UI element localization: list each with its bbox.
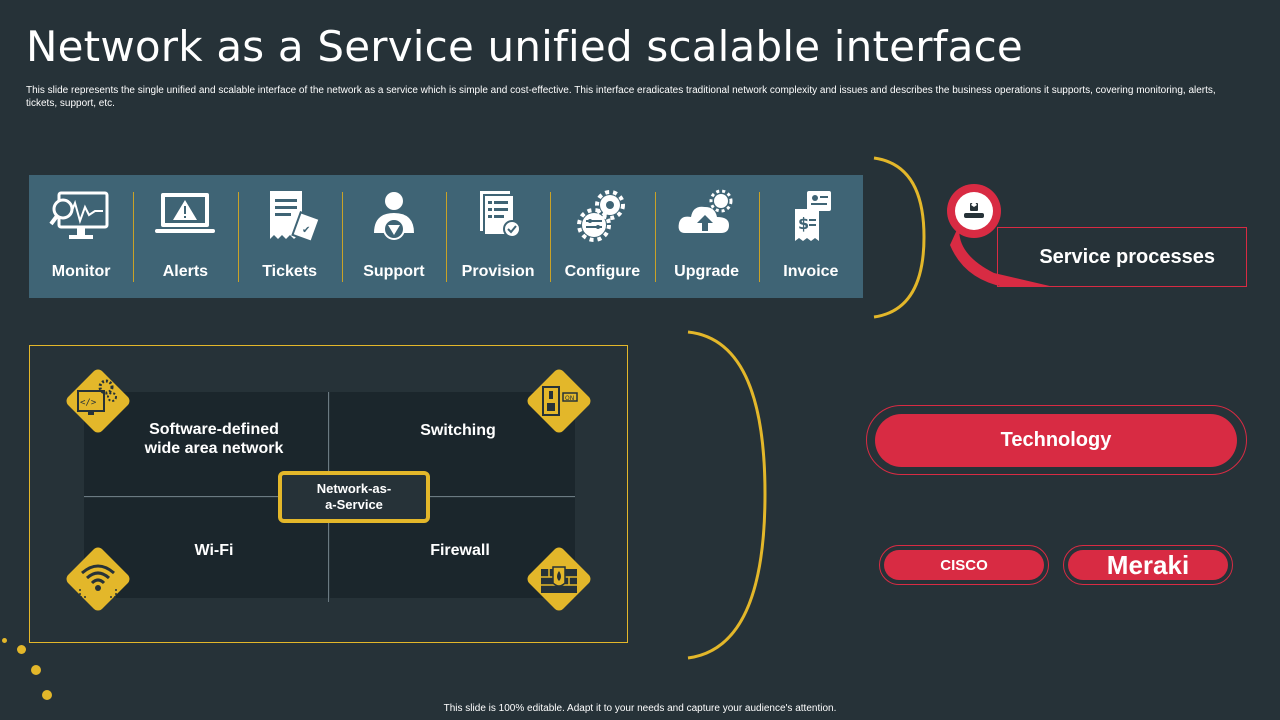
svg-text:+: + xyxy=(406,209,414,220)
service-provision[interactable]: Provision xyxy=(446,175,550,298)
decor-dot xyxy=(31,665,41,675)
service-label: Monitor xyxy=(51,263,111,280)
service-processes-label: Service processes xyxy=(1039,245,1215,268)
center-label: Network-as- a-Service xyxy=(316,481,392,512)
service-support[interactable]: + Support xyxy=(341,175,446,298)
bottom-bracket xyxy=(687,330,767,660)
gears-icon xyxy=(577,190,626,242)
center-naas-box: Network-as- a-Service xyxy=(278,471,430,523)
wifi-icon xyxy=(66,547,130,611)
meraki-outline xyxy=(1063,545,1233,585)
decor-dot xyxy=(42,690,52,700)
service-configure[interactable]: Configure xyxy=(550,175,654,298)
service-label: Tickets xyxy=(262,263,318,280)
label-wifi: Wi-Fi xyxy=(194,542,234,559)
service-upgrade[interactable]: Upgrade xyxy=(654,175,759,298)
page-title: Network as a Service unified scalable in… xyxy=(26,22,1023,71)
svg-text:$: $ xyxy=(798,214,809,233)
decor-dot xyxy=(17,645,26,654)
top-bracket xyxy=(873,156,926,319)
svg-text:✔: ✔ xyxy=(302,225,310,236)
cisco-outline xyxy=(879,545,1049,585)
service-label: Alerts xyxy=(162,263,209,280)
technology-button[interactable]: Technology xyxy=(875,414,1237,467)
service-processes-box: Service processes xyxy=(997,227,1247,287)
meraki-label: Meraki xyxy=(1106,549,1190,580)
cisco-button[interactable]: CISCO xyxy=(884,550,1044,580)
technology-outline xyxy=(866,405,1247,475)
cisco-label: CISCO xyxy=(940,556,988,574)
label-sd-wan: Software-defined wide area network xyxy=(144,421,284,457)
naas-diagram: Software-defined wide area network Switc… xyxy=(29,345,628,643)
technology-label: Technology xyxy=(1000,429,1112,451)
cloud-upgrade-icon xyxy=(678,189,733,233)
firewall-icon xyxy=(527,547,591,611)
page-description: This slide represents the single unified… xyxy=(26,85,1216,109)
label-switching: Switching xyxy=(420,422,496,439)
service-bar: Monitor Alerts ✔ Tickets + xyxy=(29,175,863,298)
switch-icon: ON xyxy=(527,369,591,433)
service-label: Configure xyxy=(564,263,641,280)
service-alerts[interactable]: Alerts xyxy=(133,175,237,298)
footer-note: This slide is 100% editable. Adapt it to… xyxy=(443,703,837,714)
provision-document-icon xyxy=(480,191,522,238)
sd-wan-icon: </> xyxy=(66,369,130,433)
svg-text:</>: </> xyxy=(80,398,97,408)
svg-text:ON: ON xyxy=(565,395,574,402)
meraki-button[interactable]: Meraki xyxy=(1068,550,1228,580)
support-person-icon: + xyxy=(373,192,414,240)
label-firewall: Firewall xyxy=(430,542,490,559)
invoice-icon: $ xyxy=(794,191,831,241)
monitor-icon xyxy=(49,191,109,239)
service-monitor[interactable]: Monitor xyxy=(29,175,133,298)
service-invoice[interactable]: $ Invoice xyxy=(758,175,863,298)
decor-dot xyxy=(2,638,7,643)
service-processes-marker xyxy=(947,184,1054,287)
service-tickets[interactable]: ✔ Tickets xyxy=(237,175,342,298)
service-label: Provision xyxy=(461,263,535,280)
service-label: Invoice xyxy=(783,263,839,280)
alert-laptop-icon xyxy=(155,193,216,233)
tickets-icon: ✔ xyxy=(269,191,321,243)
service-label: Upgrade xyxy=(674,263,740,280)
service-label: Support xyxy=(363,263,425,280)
